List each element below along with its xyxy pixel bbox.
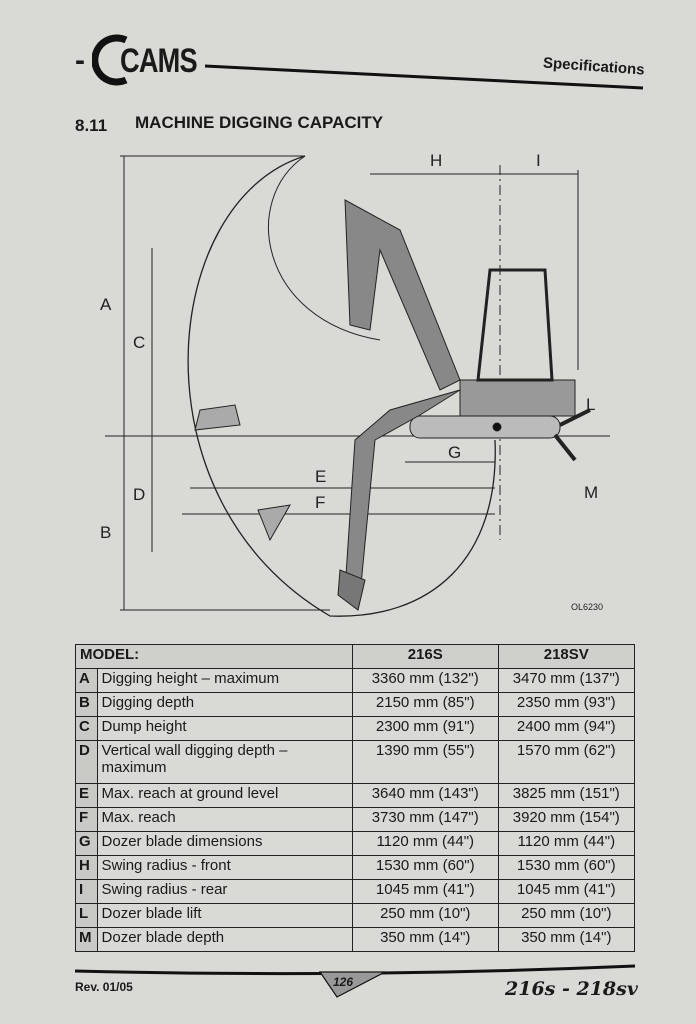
row-desc: Dozer blade lift	[96, 903, 353, 928]
row-218sv: 250 mm (10")	[497, 903, 636, 928]
row-key: L	[75, 903, 98, 928]
label-m: M	[584, 483, 598, 502]
row-218sv: 3470 mm (137")	[497, 668, 636, 693]
label-e: E	[315, 467, 326, 486]
boom-raised	[344, 199, 461, 391]
row-key: D	[75, 740, 98, 784]
row-218sv: 1530 mm (60")	[497, 855, 636, 880]
row-desc: Max. reach at ground level	[96, 783, 353, 808]
row-216s: 350 mm (14")	[351, 927, 499, 952]
logo-dash: -	[75, 44, 85, 77]
row-desc: Max. reach	[96, 807, 353, 832]
row-218sv: 2400 mm (94")	[497, 716, 636, 741]
row-218sv: 1570 mm (62")	[497, 740, 636, 784]
row-key: M	[75, 927, 98, 952]
row-216s: 1045 mm (41")	[351, 879, 499, 904]
revision: Rev. 01/05	[75, 980, 133, 994]
label-h: H	[430, 151, 442, 170]
header-216s: 216S	[351, 644, 499, 669]
row-key: E	[75, 783, 98, 808]
label-a: A	[100, 295, 112, 314]
header-model: MODEL:	[75, 644, 353, 669]
row-216s: 3360 mm (132")	[351, 668, 499, 693]
row-218sv: 350 mm (14")	[497, 927, 636, 952]
row-218sv: 1045 mm (41")	[497, 879, 636, 904]
label-f: F	[315, 493, 325, 512]
row-key: B	[75, 692, 98, 717]
label-l: L	[586, 395, 595, 414]
row-216s: 2150 mm (85")	[351, 692, 499, 717]
row-216s: 1120 mm (44")	[351, 831, 499, 856]
digging-envelope	[187, 155, 496, 617]
section-title: MACHINE DIGGING CAPACITY	[135, 113, 384, 132]
label-g: G	[448, 443, 461, 462]
header-rule	[205, 64, 644, 90]
logo-mark	[92, 34, 128, 86]
row-key: H	[75, 855, 98, 880]
logo: CAMS	[120, 42, 198, 80]
row-216s: 3640 mm (143")	[351, 783, 499, 808]
bucket	[337, 569, 366, 611]
row-key: F	[75, 807, 98, 832]
row-desc: Swing radius - rear	[96, 879, 353, 904]
label-d: D	[133, 485, 145, 504]
row-218sv: 3920 mm (154")	[497, 807, 636, 832]
row-desc: Vertical wall digging depth – maximum	[96, 740, 353, 784]
footer-rule	[75, 964, 635, 998]
section-number: 8.11	[75, 116, 108, 135]
row-key: C	[75, 716, 98, 741]
page-marker	[318, 971, 386, 998]
row-desc: Dozer blade dimensions	[96, 831, 353, 856]
row-216s: 3730 mm (147")	[351, 807, 499, 832]
row-216s: 1390 mm (55")	[351, 740, 499, 784]
row-key: I	[75, 879, 98, 904]
row-218sv: 2350 mm (93")	[497, 692, 636, 717]
row-desc: Digging depth	[96, 692, 353, 717]
row-desc: Digging height – maximum	[96, 668, 353, 693]
row-216s: 2300 mm (91")	[351, 716, 499, 741]
label-c: C	[133, 333, 145, 352]
row-218sv: 1120 mm (44")	[497, 831, 636, 856]
row-218sv: 3825 mm (151")	[497, 783, 636, 808]
row-key: A	[75, 668, 98, 693]
row-key: G	[75, 831, 98, 856]
label-i: I	[536, 151, 541, 170]
table-header-row: MODEL: 216S 218SV	[75, 644, 636, 669]
row-desc: Swing radius - front	[96, 855, 353, 880]
row-216s: 250 mm (10")	[351, 903, 499, 928]
digging-diagram: A B C D E F G H I L M OL6230	[100, 151, 610, 617]
footer-models: 216s - 218sv	[505, 978, 638, 1000]
row-desc: Dump height	[96, 716, 353, 741]
header-218sv: 218SV	[497, 644, 636, 669]
page-number: 126	[333, 975, 354, 989]
track	[409, 415, 561, 439]
figure-id: OL6230	[571, 602, 603, 612]
row-desc: Dozer blade depth	[96, 927, 353, 952]
row-216s: 1530 mm (60")	[351, 855, 499, 880]
label-b: B	[100, 523, 111, 542]
